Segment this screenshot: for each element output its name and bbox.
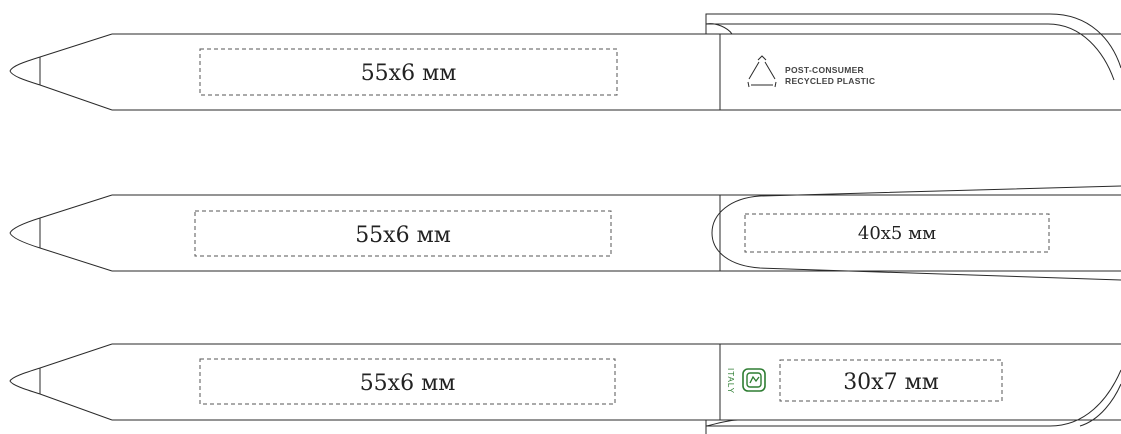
pen-1-barrel-print-label: 55x6 мм — [361, 61, 457, 86]
pen-2-cone — [39, 194, 113, 272]
pen-2-barrel-print-label: 55x6 мм — [355, 223, 451, 248]
pen-3-clip — [705, 369, 1121, 434]
pen-2-clip — [711, 185, 1121, 281]
pen-2-barrel-print-area — [194, 210, 612, 257]
pen-2-tip — [9, 217, 41, 249]
recycled-plastic-line-1: POST-CONSUMER — [785, 65, 864, 75]
pen-3-tip — [9, 367, 41, 395]
pen-1-cone — [39, 33, 113, 111]
pen-1-barrel — [112, 33, 1121, 111]
italy-label: ITALY — [726, 368, 735, 394]
pen-2-barrel — [112, 194, 1121, 272]
recycle-icon — [747, 55, 777, 88]
pen-3-cone — [39, 343, 113, 421]
pen-1-tip — [9, 56, 41, 86]
pen-2: 55x6 мм 40x5 мм — [9, 185, 1121, 281]
pen-1: 55x6 мм POST-CONSUMER RECYCLED PLASTIC — [9, 13, 1121, 111]
pen-3-barrel-print-label: 55x6 мм — [360, 371, 456, 396]
pen-2-clip-print-area — [744, 213, 1050, 253]
pen-1-barrel-print-area — [199, 48, 618, 96]
recycled-plastic-line-2: RECYCLED PLASTIC — [785, 76, 875, 86]
made-in-italy-icon — [742, 368, 766, 392]
pen-3: 55x6 мм ITALY 30x7 мм — [9, 343, 1121, 434]
pen-3-barrel — [112, 343, 1121, 421]
pen-3-barrel-print-area — [199, 358, 616, 405]
pen-3-clip-print-area — [779, 359, 1003, 402]
pen-2-clip-print-label: 40x5 мм — [858, 223, 936, 244]
pen-3-clip-print-label: 30x7 мм — [843, 370, 939, 395]
pen-1-clip — [705, 13, 1121, 69]
